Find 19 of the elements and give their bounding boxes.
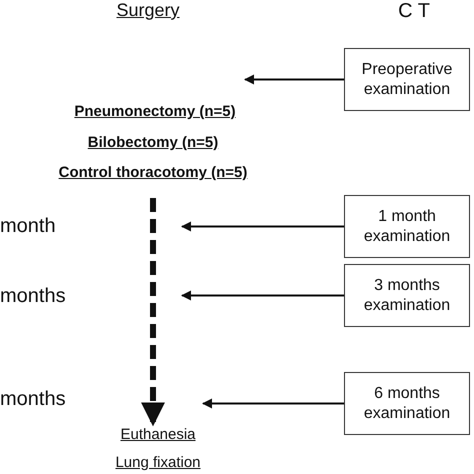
group-label: Control thoracotomy (n=5)	[58, 164, 248, 181]
arrow	[181, 222, 344, 232]
time-label: months	[0, 388, 66, 411]
exam-box: 3 months examination	[344, 264, 470, 327]
time-label: month	[0, 215, 56, 238]
arrow	[141, 198, 165, 426]
exam-box: 1 month examination	[344, 195, 470, 258]
arrow	[202, 398, 344, 408]
endpoint-label: Euthanesia	[120, 426, 196, 443]
time-label: months	[0, 285, 66, 308]
exam-box: 6 months examination	[344, 372, 470, 435]
group-label: Pneumonectomy (n=5)	[74, 103, 236, 120]
endpoint-label: Lung fixation	[115, 454, 201, 471]
column-heading: Surgery	[116, 0, 180, 21]
arrow	[244, 74, 344, 84]
group-label: Bilobectomy (n=5)	[88, 134, 218, 151]
arrow	[181, 290, 344, 300]
column-heading: C T	[398, 0, 430, 23]
exam-box: Preoperative examination	[344, 48, 470, 111]
